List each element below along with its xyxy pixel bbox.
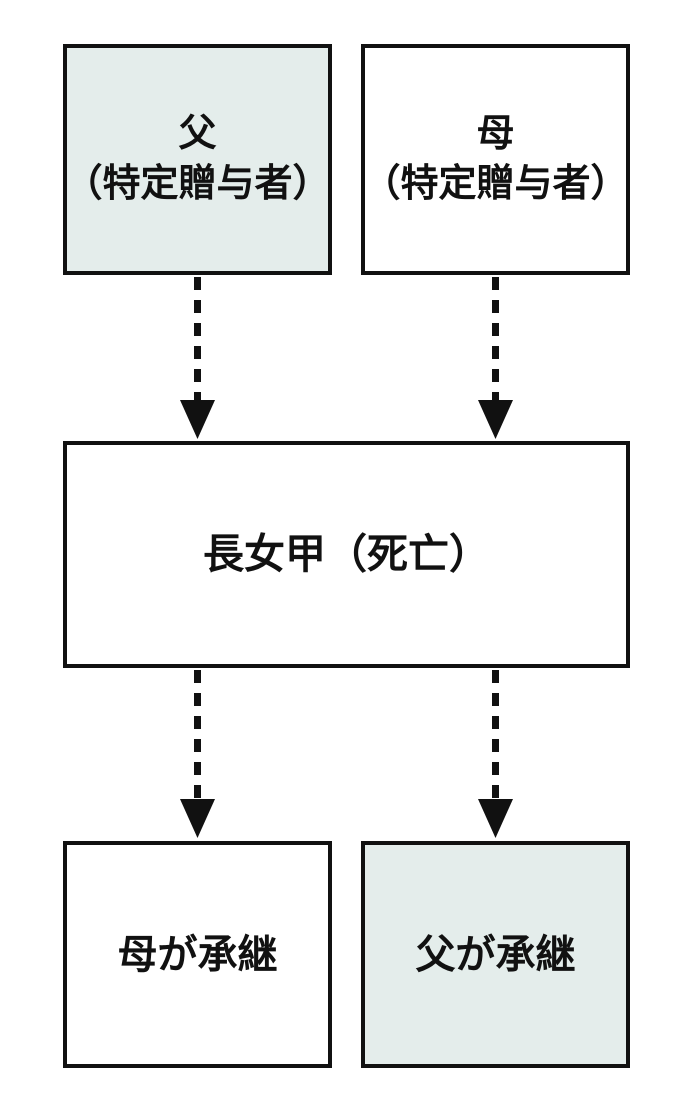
arrow-mother-to-daughter [478, 277, 513, 439]
arrow-daughter-to-mother-succession [180, 670, 215, 838]
arrow-daughter-to-father-succession [478, 670, 513, 838]
node-mother: 母 （特定贈与者） [361, 44, 630, 275]
node-mother-label-line2: （特定贈与者） [362, 162, 629, 205]
node-father-succession: 父が承継 [361, 841, 630, 1068]
node-father-label-line1: 父 [178, 113, 217, 156]
node-mother-label-line1: 母 [476, 113, 515, 156]
node-father-label-line2: （特定贈与者） [64, 162, 331, 205]
node-daughter: 長女甲（死亡） [63, 441, 630, 668]
node-father-succession-label: 父が承継 [415, 932, 576, 977]
arrow-father-to-daughter [180, 277, 215, 439]
node-father: 父 （特定贈与者） [63, 44, 332, 275]
node-mother-succession: 母が承継 [63, 841, 332, 1068]
node-mother-succession-label: 母が承継 [117, 932, 278, 977]
node-daughter-label: 長女甲（死亡） [203, 530, 490, 577]
